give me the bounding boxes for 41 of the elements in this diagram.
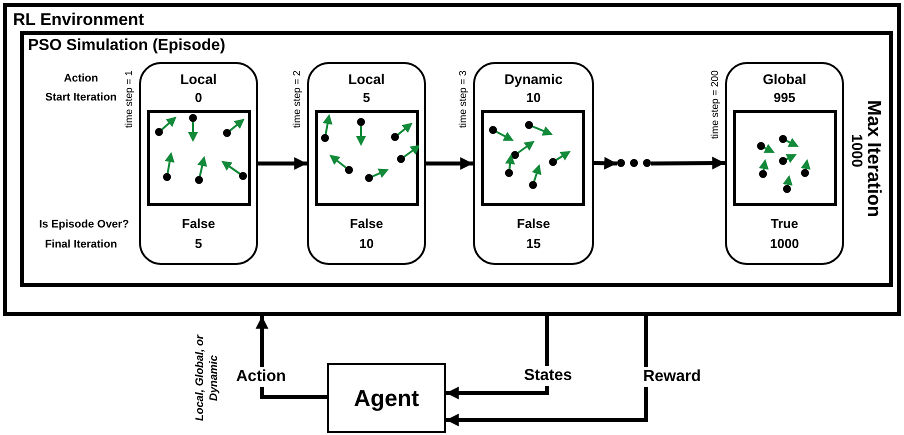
frame-title: RL Environment bbox=[13, 11, 144, 28]
arrow bbox=[650, 156, 726, 170]
arrow bbox=[256, 316, 327, 399]
environment-frame bbox=[3, 3, 901, 316]
card-value: 5 bbox=[362, 91, 372, 104]
card-value: 0 bbox=[194, 91, 204, 104]
max-iteration-value: 1000 bbox=[849, 134, 864, 168]
card-value: Global bbox=[762, 72, 808, 86]
card-value: Dynamic bbox=[503, 72, 564, 86]
row-label: Is Episode Over? bbox=[39, 220, 129, 230]
time-step-label: time step = 2 bbox=[293, 70, 303, 130]
card-value: False bbox=[348, 217, 384, 230]
card-value: Local bbox=[347, 72, 386, 86]
row-label: Final Iteration bbox=[44, 240, 118, 250]
card-value: False bbox=[180, 217, 216, 230]
card-value: 10 bbox=[358, 237, 375, 250]
row-label: Start Iteration bbox=[45, 92, 117, 104]
card-value: 10 bbox=[525, 91, 542, 104]
card-value: Local bbox=[179, 72, 218, 86]
max-iteration-label: Max Iteration bbox=[864, 100, 883, 218]
frame-title: PSO Simulation (Episode) bbox=[28, 38, 226, 54]
card-value: 5 bbox=[194, 237, 204, 250]
card-value: 995 bbox=[772, 91, 796, 104]
ellipsis-dots bbox=[617, 158, 651, 168]
card-value: True bbox=[770, 217, 800, 230]
simulation-frame bbox=[20, 31, 893, 287]
arrow bbox=[258, 157, 307, 170]
row-label: Action bbox=[64, 74, 98, 84]
arrow bbox=[446, 316, 549, 400]
arrow bbox=[446, 316, 648, 426]
arrow bbox=[426, 157, 473, 170]
agent-box bbox=[327, 363, 446, 433]
card-value: 15 bbox=[525, 237, 542, 250]
card-value: 1000 bbox=[769, 237, 800, 250]
time-step-label: time step = 3 bbox=[459, 70, 469, 130]
card-value: False bbox=[516, 217, 552, 230]
time-step-label: time step = 200 bbox=[711, 70, 721, 141]
agent-title: Agent bbox=[354, 384, 420, 413]
time-step-label: time step = 1 bbox=[125, 70, 135, 130]
action-options-note: Local, Global, or Dynamic bbox=[193, 334, 221, 424]
arrow bbox=[594, 156, 618, 170]
